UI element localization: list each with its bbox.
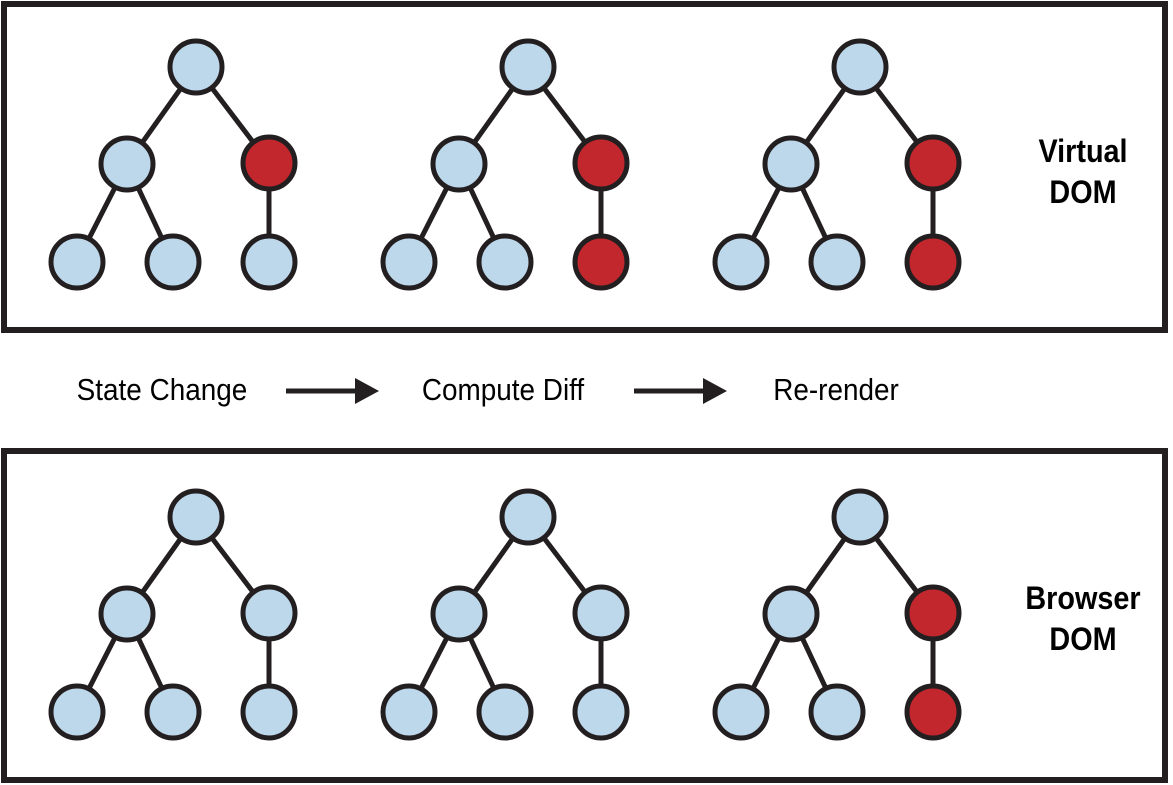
tree-node-root (831, 38, 889, 96)
tree-node-leaf-1 (48, 233, 106, 291)
virtual-dom-tree-2 (378, 25, 638, 315)
tree-node-leaf-1 (712, 683, 770, 741)
tree-node-mid-right (572, 584, 630, 642)
tree-node-leaf-1 (712, 233, 770, 291)
tree-node-root (831, 488, 889, 546)
virtual-dom-tree-1 (46, 25, 306, 315)
tree-node-leaf-3 (572, 683, 630, 741)
browser-dom-tree-3 (710, 475, 970, 765)
flow-step-compute-diff: Compute Diff (421, 372, 585, 407)
tree-node-root (499, 38, 557, 96)
tree-node-mid-right (904, 584, 962, 642)
tree-node-leaf-2 (144, 683, 202, 741)
tree-graphic (48, 488, 298, 741)
tree-node-root (167, 38, 225, 96)
tree-node-leaf-2 (808, 233, 866, 291)
tree-node-mid-left (98, 135, 156, 193)
tree-node-leaf-3 (572, 233, 630, 291)
tree-node-mid-left (430, 585, 488, 643)
panel-label-line: DOM (1049, 621, 1117, 657)
virtual-dom-label: Virtual DOM (1002, 131, 1164, 213)
panel-label-line: Virtual (1038, 133, 1128, 169)
tree-node-mid-left (430, 135, 488, 193)
tree-node-mid-right (240, 584, 298, 642)
tree-graphic (712, 38, 962, 291)
virtual-dom-panel: Virtual DOM (1, 1, 1168, 333)
tree-node-leaf-2 (144, 233, 202, 291)
process-flow: State Change Compute Diff Re-render (0, 333, 1173, 448)
tree-node-root (499, 488, 557, 546)
flow-step-re-render: Re-render (773, 372, 899, 407)
tree-node-mid-right (240, 134, 298, 192)
tree-node-mid-right (904, 134, 962, 192)
tree-graphic (48, 38, 298, 291)
browser-dom-panel: Browser DOM (1, 448, 1168, 783)
browser-dom-label: Browser DOM (1002, 578, 1164, 660)
browser-dom-tree-2 (378, 475, 638, 765)
tree-node-leaf-1 (48, 683, 106, 741)
flow-step-state-change: State Change (76, 372, 248, 407)
tree-graphic (712, 488, 962, 741)
panel-label-line: Browser (1025, 580, 1141, 616)
tree-graphic (380, 488, 630, 741)
tree-node-root (167, 488, 225, 546)
tree-node-leaf-1 (380, 233, 438, 291)
tree-graphic (380, 38, 630, 291)
virtual-dom-tree-3 (710, 25, 970, 315)
tree-node-leaf-2 (808, 683, 866, 741)
panel-label-line: DOM (1049, 174, 1117, 210)
browser-dom-tree-1 (46, 475, 306, 765)
tree-node-leaf-2 (476, 683, 534, 741)
right-arrow-icon (286, 378, 379, 404)
right-arrow-icon (634, 378, 727, 404)
tree-node-mid-left (98, 585, 156, 643)
tree-node-leaf-3 (240, 683, 298, 741)
tree-node-mid-left (762, 135, 820, 193)
tree-node-leaf-3 (240, 233, 298, 291)
tree-node-leaf-3 (904, 683, 962, 741)
tree-node-leaf-3 (904, 233, 962, 291)
tree-node-mid-right (572, 134, 630, 192)
tree-node-leaf-2 (476, 233, 534, 291)
tree-node-leaf-1 (380, 683, 438, 741)
tree-node-mid-left (762, 585, 820, 643)
